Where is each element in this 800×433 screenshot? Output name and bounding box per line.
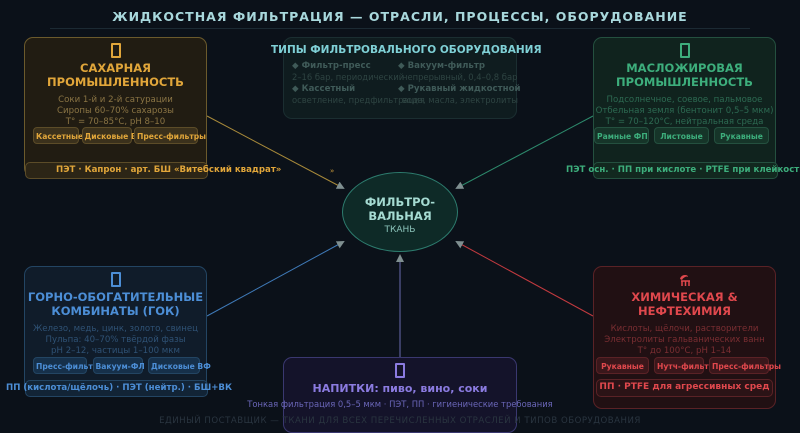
hub-subtitle: ТКАНЬ [384,225,416,235]
equipment-title: ТИПЫ ФИЛЬТРОВАЛЬНОГО ОБОРУДОВАНИЯ [271,44,542,56]
sugar-connector [206,115,345,189]
hub-title: ВАЛЬНАЯ [368,209,432,223]
equipment-tag-button[interactable]: Пресс-фильтры [33,357,105,374]
card-title: НАПИТКИ: пиво, вино, соки [312,382,488,395]
equipment-buttons: Пресс-фильтры Вакуум-ФЛ Дисковые ВФ [33,357,211,374]
equipment-tag-button[interactable]: Рукавные [596,357,649,374]
missing-glyph-icon [110,272,121,287]
equipment-name: Фильтр-пресс [301,61,371,71]
industry-card-chem: ХИМИЧЕСКАЯ & НЕФТЕХИМИЯ Кислоты, щёлочи,… [593,266,781,409]
equipment-tag-button[interactable]: Вакуум-ФЛ [92,357,145,374]
equipment-types-panel: ТИПЫ ФИЛЬТРОВАЛЬНОГО ОБОРУДОВАНИЯ ◆ Филь… [271,37,542,119]
industry-card-oil: МАСЛОЖИРОВАЯ ПРОМЫШЛЕННОСТЬ Подсолнечное… [566,37,800,179]
mining-connector [206,241,345,317]
chem-connector [455,241,594,317]
equipment-buttons: Рукавные Нутч-фильтр Пресс-фильтры [596,357,781,374]
center-hub-filter-fabric: ФИЛЬТРО- ВАЛЬНАЯ ТКАНЬ [342,172,458,252]
card-desc-line: Тонкая фильтрация 0,5–5 мкм · ПЭТ, ПП · … [247,399,553,409]
card-desc-line: Подсолнечное, соевое, пальмовое [606,95,763,105]
fabric-footer: ПП (кислота/щёлочь) · ПЭТ (нейтр.) · БШ+… [6,380,232,397]
card-desc-line: T° до 100°C, pH 1–14 [637,346,732,356]
card-title: ПРОМЫШЛЕННОСТЬ [616,75,753,89]
page-title: ЖИДКОСТНАЯ ФИЛЬТРАЦИЯ — ОТРАСЛИ, ПРОЦЕСС… [112,9,688,24]
equipment-desc: осветление, предфильтрация [292,95,425,105]
card-desc-line: Соки 1-й и 2-й сатурации [58,95,173,105]
card-desc-line: Кислоты, щёлочи, растворители [610,324,759,334]
bottom-note: ЕДИНЫЙ ПОСТАВЩИК — ТКАНИ ДЛЯ ВСЕХ ПЕРЕЧИ… [159,416,641,426]
industry-card-mining: ГОРНО-ОБОГАТИТЕЛЬНЫЕ КОМБИНАТЫ (ГОК) Жел… [6,266,232,397]
equipment-tag-button[interactable]: Рукавные [714,127,769,144]
equipment-tag-button[interactable]: Пресс-фильтры [709,357,781,374]
equipment-tag-button[interactable]: Кассетные [33,127,83,144]
card-desc-line: Отбельная земля (бентонит 0,5–5 мкм) [595,106,774,116]
equipment-name: Вакуум-фильтр [407,61,485,71]
fabric-footer: ПЭТ · Капрон · арт. БШ «Витебский квадра… [25,162,281,179]
missing-glyph-icon [395,363,405,378]
card-desc-line: T° = 70–120°C, нейтральная среда [605,117,764,127]
equipment-tag-button[interactable]: Дисковые ВФ [81,127,144,144]
card-desc-line: Электролиты гальванических ванн [604,335,765,345]
title-divider [50,28,750,29]
card-title: НЕФТЕХИМИЯ [638,304,731,318]
equipment-name: Кассетный [301,84,356,94]
fabric-footer: ПЭТ осн. · ПП при кислоте · PTFE при кле… [566,162,800,179]
equipment-buttons: Рамные ФП Листовые Рукавные [594,127,769,144]
oil-connector [455,115,594,189]
alembic-icon [679,275,690,286]
equipment-item-cassette: ◆ Кассетный [292,84,356,94]
equipment-tag-button[interactable]: Нутч-фильтр [654,357,714,374]
missing-glyph-icon [679,43,690,58]
equipment-tag-button[interactable]: Пресс-фильтры [134,127,206,144]
card-desc-line: Сиропы 60–70% сахарозы [57,106,174,116]
card-title: КОМБИНАТЫ (ГОК) [51,304,180,318]
equipment-tag-button[interactable]: Дисковые ВФ [148,357,211,374]
industry-card-drinks: НАПИТКИ: пиво, вино, соки Тонкая фильтра… [247,357,553,433]
equipment-desc: непрерывный, 0,4–0,8 бар [402,72,518,82]
equipment-tag-button[interactable]: Листовые [654,127,709,144]
card-desc-line: T° = 70–85°C, pH 8–10 [65,117,166,127]
card-title: САХАРНАЯ [80,61,151,75]
industry-card-sugar: САХАРНАЯ ПРОМЫШЛЕННОСТЬ Соки 1-й и 2-й с… [24,37,281,179]
equipment-item-bag-filter: ◆ Рукавный жидкостной [398,84,521,94]
fabric-footer: ПП · PTFE для агрессивных сред [596,379,773,397]
card-title: ХИМИЧЕСКАЯ & [631,290,738,304]
card-desc-line: pH 2–12, частицы 1–100 мкм [51,346,180,356]
equipment-name: Рукавный жидкостной [407,84,521,94]
equipment-desc: вода, масла, электролиты [402,95,518,105]
card-title: МАСЛОЖИРОВАЯ [626,61,743,75]
svg-text:»: » [330,167,334,175]
card-desc-line: Пульпа: 40–70% твёрдой фазы [45,335,186,345]
equipment-item-vacuum-filter: ◆ Вакуум-фильтр [398,61,485,71]
equipment-item-filter-press: ◆ Фильтр-пресс [292,61,371,71]
equipment-desc: 2–16 бар, периодический [292,72,405,82]
card-title: ГОРНО-ОБОГАТИТЕЛЬНЫЕ [27,290,204,304]
equipment-buttons: Кассетные Дисковые ВФ Пресс-фильтры [33,127,206,144]
missing-glyph-icon [110,43,121,58]
card-desc-line: Железо, медь, цинк, золото, свинец [33,324,198,334]
hub-title: ФИЛЬТРО- [364,195,436,209]
equipment-tag-button[interactable]: Рамные ФП [594,127,649,144]
card-title: ПРОМЫШЛЕННОСТЬ [47,75,184,89]
